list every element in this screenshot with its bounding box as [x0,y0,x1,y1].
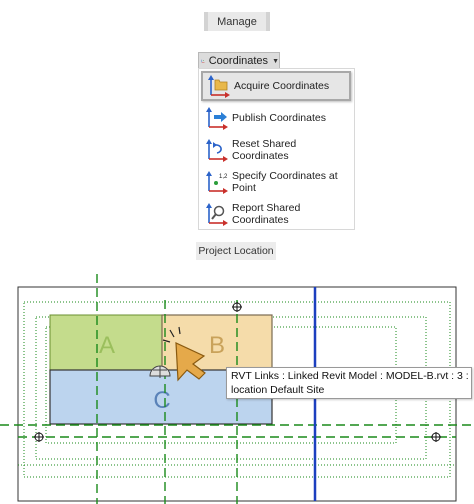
tab-manage-label: Manage [217,15,257,28]
project-location-panel-label: Project Location [196,242,276,260]
tooltip-line-2: location Default Site [231,384,325,396]
reset-coordinates-icon [206,139,228,162]
menu-item-acquire-coordinates[interactable]: Acquire Coordinates [201,71,351,101]
coordinates-icon [201,59,205,63]
acquire-coordinates-icon [208,75,230,98]
menu-item-report-shared-coordinates[interactable]: Report Shared Coordinates [201,199,351,229]
publish-coordinates-icon [206,107,228,130]
cursor-icon [162,326,206,382]
region-c-label: C [153,387,170,414]
region-a-label: A [99,332,115,359]
tooltip-line-1: RVT Links : Linked Revit Model : MODEL-B… [231,370,469,382]
grid-lines [0,274,474,504]
coordinates-button-label: Coordinates [208,55,269,67]
report-coordinates-icon [206,203,228,226]
menu-item-label: Publish Coordinates [232,112,326,124]
grid-markers [34,302,441,442]
tab-right-edge [266,12,270,31]
element-tooltip: RVT Links : Linked Revit Model : MODEL-B… [226,367,472,399]
menu-item-label: Acquire Coordinates [234,80,330,92]
specify-coordinates-icon: 1,2 [206,171,228,194]
menu-item-specify-coordinates-at-point[interactable]: 1,2 Specify Coordinates at Point [201,167,351,197]
menu-item-label: Specify Coordinates at Point [232,170,338,194]
tab-left-edge [204,12,208,31]
tab-manage[interactable]: Manage [204,12,270,31]
menu-item-label: Reset Shared Coordinates [232,138,297,162]
survey-point-icon [149,365,171,378]
svg-text:1,2: 1,2 [219,174,228,180]
menu-item-label: Report Shared Coordinates [232,202,301,226]
chevron-down-icon: ▼ [272,57,279,65]
region-b-label: B [209,332,225,359]
coordinates-menu: Acquire Coordinates Publish Coordinates … [198,68,355,230]
menu-item-reset-shared-coordinates[interactable]: Reset Shared Coordinates [201,135,351,165]
menu-item-publish-coordinates[interactable]: Publish Coordinates [201,103,351,133]
